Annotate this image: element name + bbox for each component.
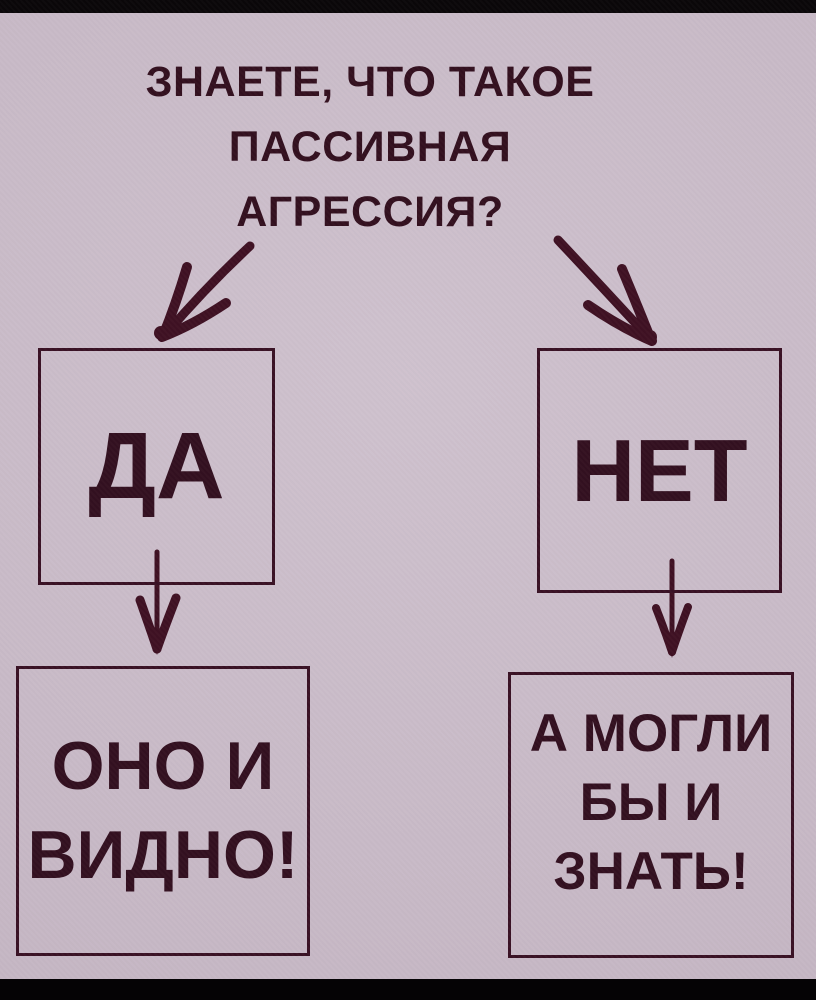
question-line-2: ПАССИВНАЯ (228, 123, 512, 171)
top-letterbox-bar (0, 0, 816, 13)
yes-result-line-2: ВИДНО! (27, 817, 299, 893)
yes-result-line-1: ОНО И (51, 728, 275, 804)
question-text: ЗНАЕТЕ, ЧТО ТАКОЕ ПАССИВНАЯ АГРЕССИЯ? (0, 50, 740, 245)
no-result-box: А МОГЛИ БЫ И ЗНАТЬ! (508, 672, 794, 958)
arrow-down-left-icon (154, 241, 255, 342)
arrow-down-right-icon (553, 235, 657, 346)
yes-box: ДА (38, 348, 275, 585)
no-result-line-1: А МОГЛИ (529, 703, 773, 763)
yes-result-box: ОНО И ВИДНО! (16, 666, 310, 956)
no-label: НЕТ (571, 420, 748, 520)
question-line-3: АГРЕССИЯ? (236, 188, 504, 236)
no-box: НЕТ (537, 348, 782, 593)
bottom-letterbox-bar (0, 979, 816, 1000)
no-result-line-2: БЫ И (579, 772, 723, 832)
question-line-1: ЗНАЕТЕ, ЧТО ТАКОЕ (145, 58, 595, 106)
no-result-line-3: ЗНАТЬ! (553, 841, 749, 901)
yes-label: ДА (88, 413, 225, 519)
